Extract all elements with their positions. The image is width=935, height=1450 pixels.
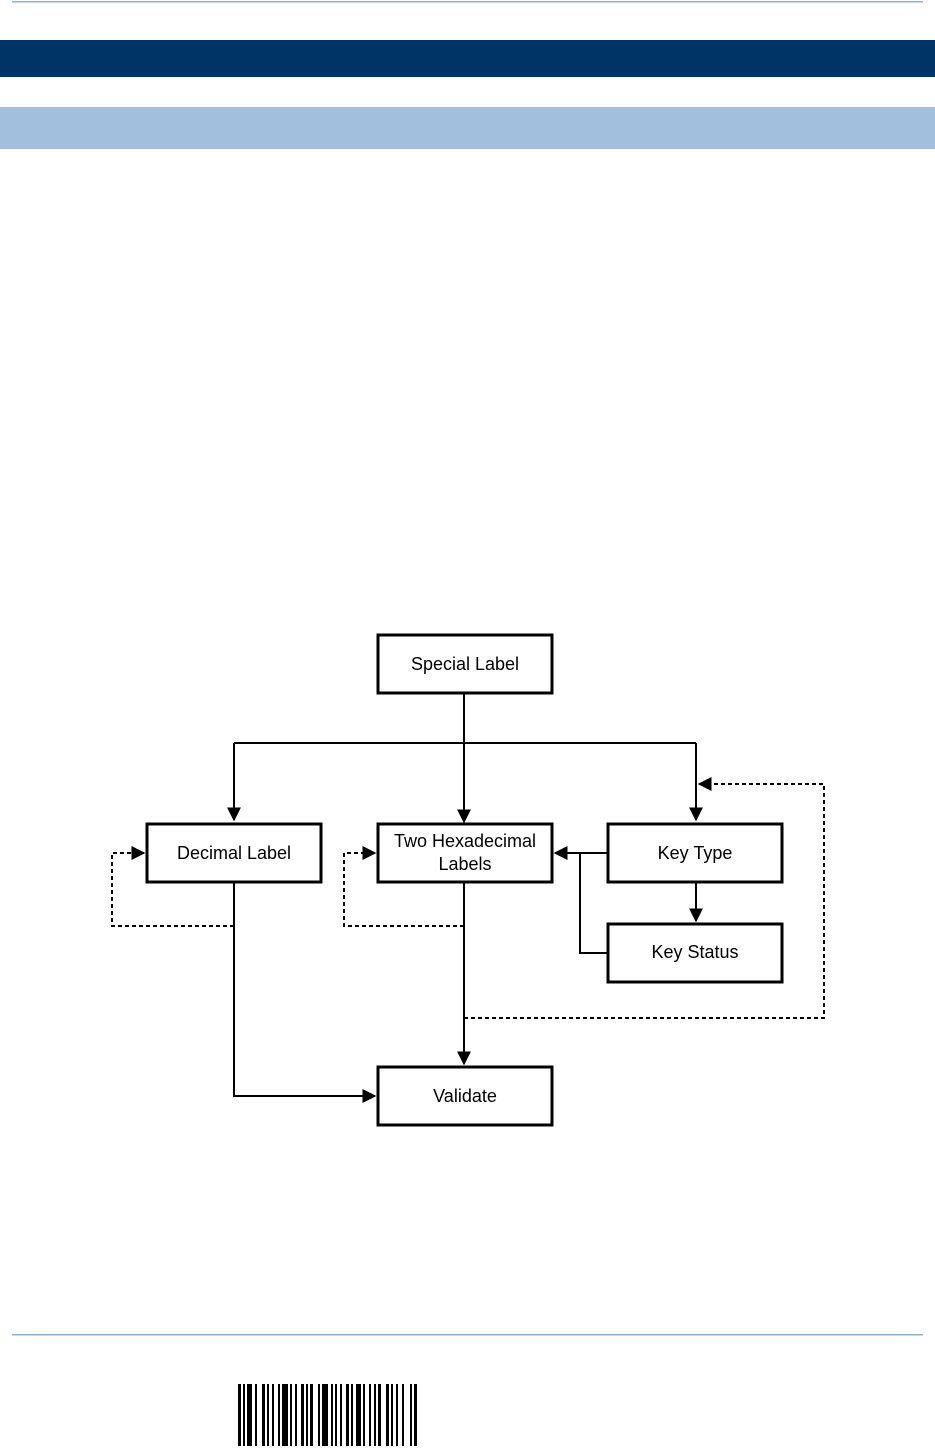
barcode-bar: [335, 1384, 337, 1446]
edge-twohex-to-keytype: [464, 777, 825, 1019]
barcode-icon: [238, 1384, 417, 1446]
node-special-label: Special Label: [376, 633, 554, 695]
barcode-bar: [272, 1384, 274, 1446]
barcode-bar: [346, 1384, 349, 1446]
node-special-label-text: Special Label: [411, 654, 519, 674]
barcode-bar: [262, 1384, 265, 1446]
barcode-bar: [282, 1384, 288, 1446]
barcode-bar: [301, 1384, 304, 1446]
barcode-bar: [340, 1384, 342, 1446]
barcode-bar: [278, 1384, 280, 1446]
flow-diagram: Special Label Decimal Label Two Hexadeci…: [111, 633, 825, 1127]
barcode-bar: [290, 1384, 292, 1446]
barcode-bar: [374, 1384, 376, 1446]
node-key-status: Key Status: [606, 922, 784, 984]
barcode-bar: [331, 1384, 333, 1446]
edge-decimal-to-validate: [233, 882, 377, 1103]
barcode-bar: [378, 1384, 381, 1446]
barcode-bar: [247, 1384, 252, 1446]
edges: [111, 693, 825, 1103]
section-header-band: [0, 40, 935, 77]
barcode-bar: [351, 1384, 353, 1446]
node-two-hex-labels: Two Hexadecimal Labels: [376, 822, 554, 884]
barcode-bar: [243, 1384, 245, 1446]
barcode-bar: [396, 1384, 398, 1446]
barcode-bar: [318, 1384, 320, 1446]
barcode-bar: [369, 1384, 371, 1446]
edge-twohex-loop: [343, 846, 464, 927]
subsection-header-band: [0, 107, 935, 149]
barcode-bar: [386, 1384, 389, 1446]
barcode-bar: [391, 1384, 393, 1446]
node-two-hex-text-2: Labels: [438, 854, 491, 874]
barcode-bar: [363, 1384, 365, 1446]
edge-decimal-loop: [111, 846, 234, 927]
barcode-bar: [322, 1384, 328, 1446]
barcode-bar: [356, 1384, 361, 1446]
top-rule: [12, 1, 923, 3]
node-two-hex-text-1: Two Hexadecimal: [394, 831, 536, 851]
node-validate-text: Validate: [433, 1086, 497, 1106]
node-key-type-text: Key Type: [658, 843, 733, 863]
barcode-bar: [310, 1384, 313, 1446]
node-key-type: Key Type: [606, 822, 784, 884]
barcode-bar: [410, 1384, 412, 1446]
barcode-bar: [306, 1384, 308, 1446]
edge-keystatus-to-twohex: [579, 853, 608, 954]
node-validate: Validate: [376, 1065, 554, 1127]
node-decimal-label-text: Decimal Label: [177, 843, 291, 863]
barcode-bar: [414, 1384, 417, 1446]
barcode-bar: [267, 1384, 269, 1446]
barcode-bar: [295, 1384, 297, 1446]
node-key-status-text: Key Status: [651, 942, 738, 962]
bottom-rule: [12, 1334, 923, 1336]
barcode-bar: [238, 1384, 241, 1446]
barcode-bar: [402, 1384, 404, 1446]
barcode-bar: [255, 1384, 257, 1446]
node-decimal-label: Decimal Label: [145, 822, 323, 884]
